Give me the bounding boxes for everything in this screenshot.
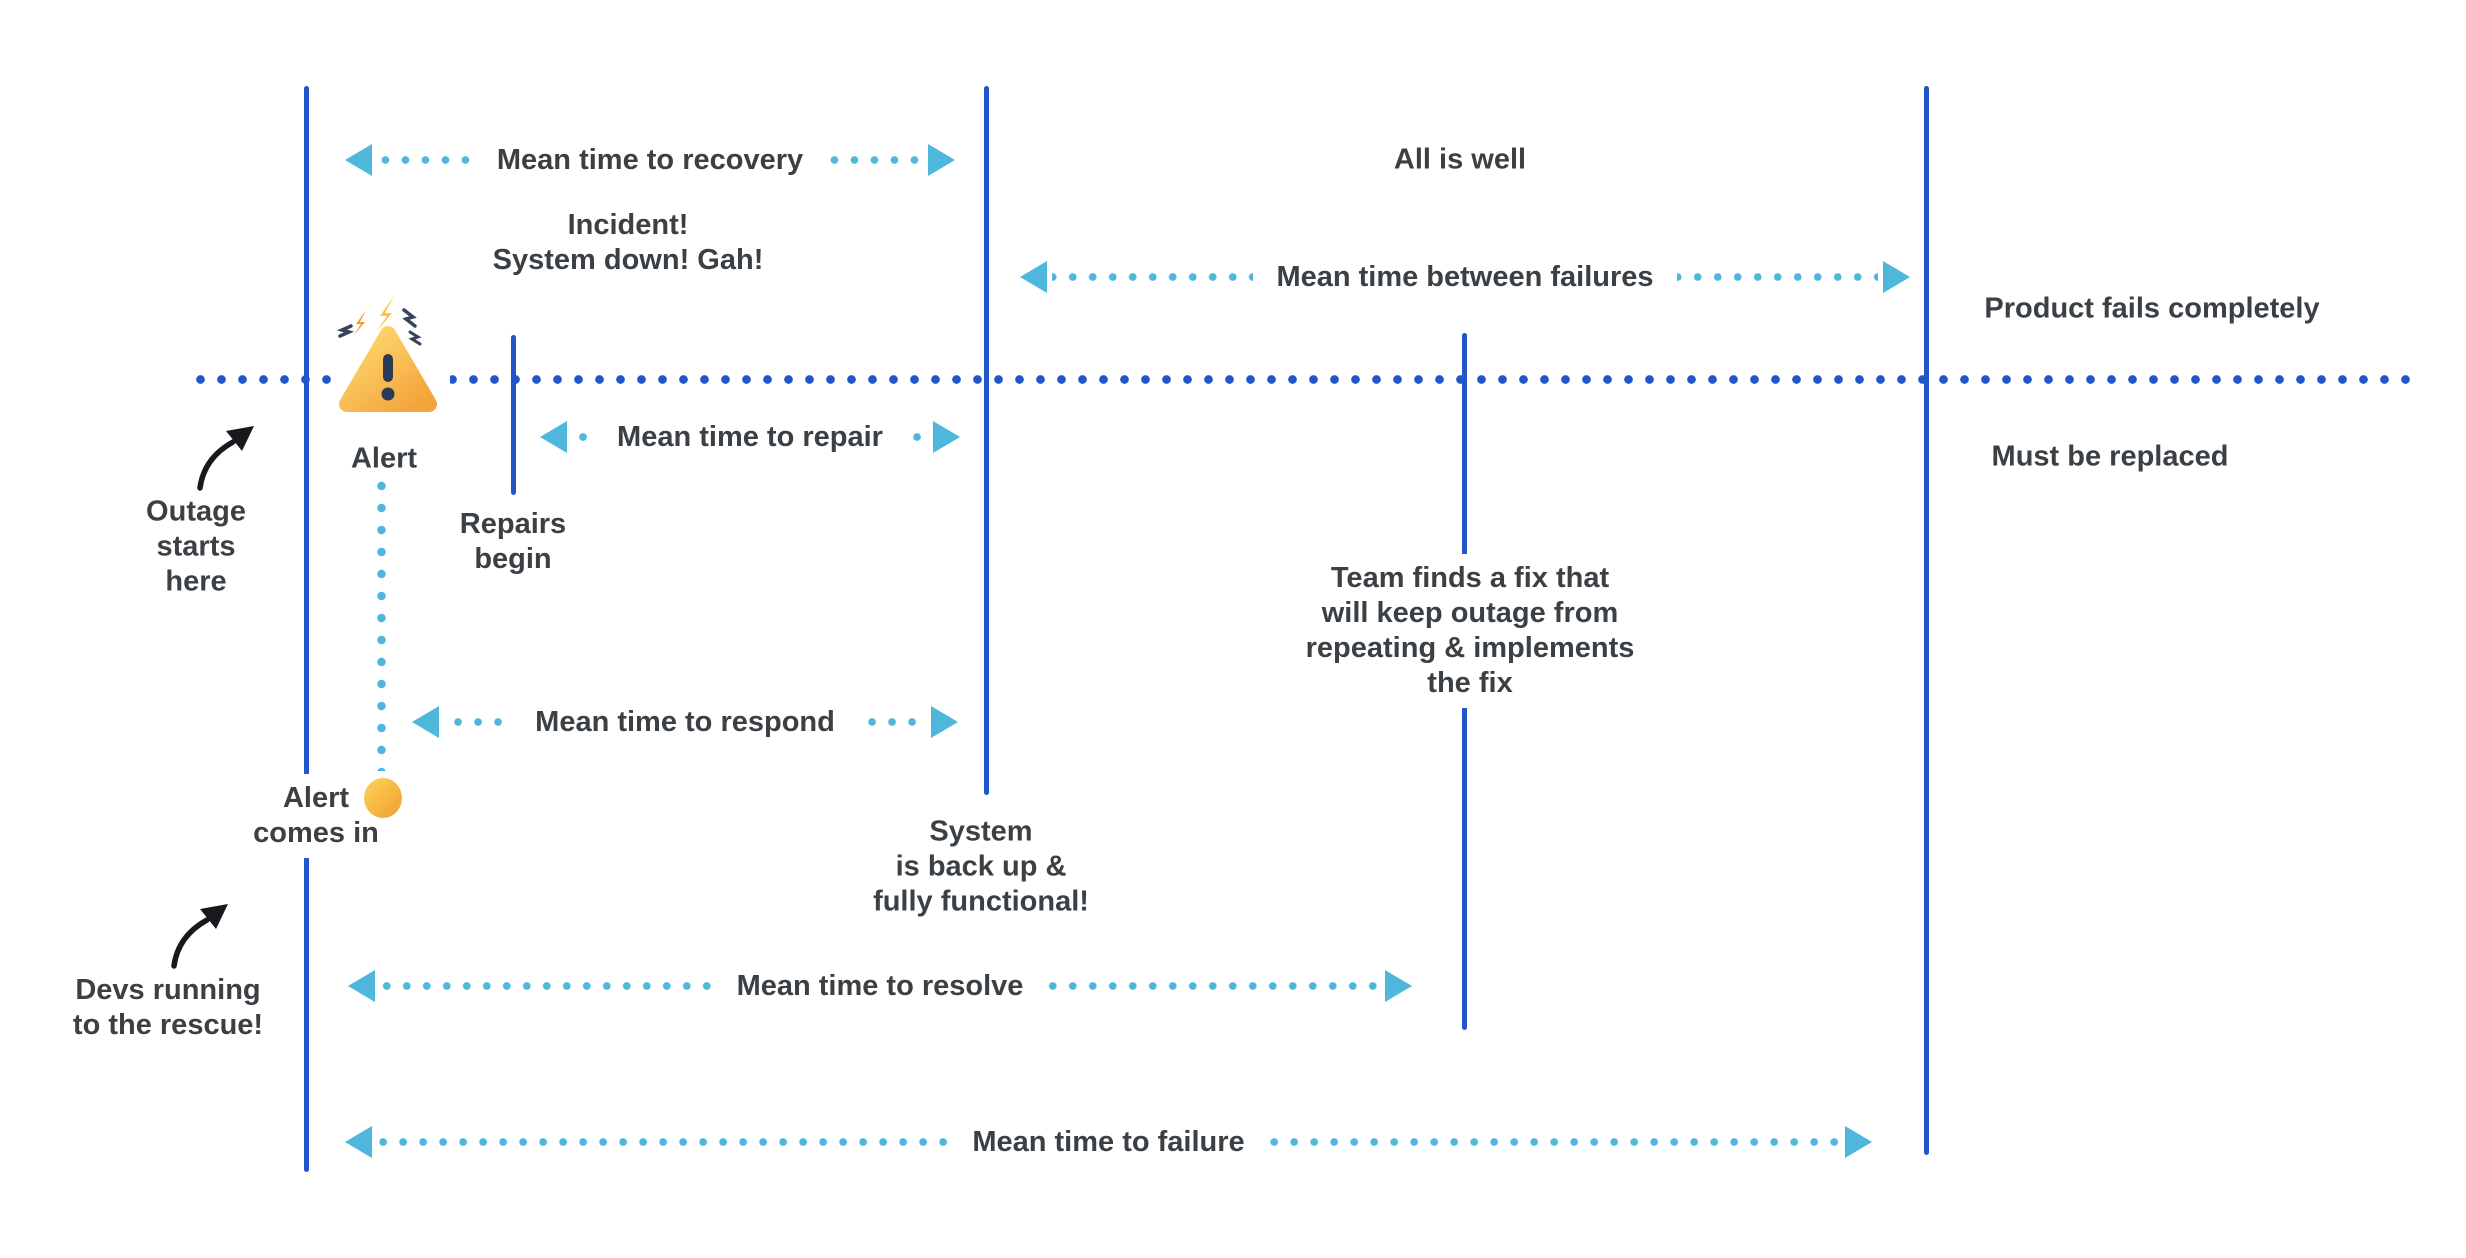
arrowhead-left-icon: [345, 1126, 372, 1158]
measure-mean-time-to-respond: Mean time to respond: [412, 704, 959, 740]
event-line-outage-start: [304, 86, 309, 1172]
arrowhead-left-icon: [412, 706, 439, 738]
note-line: Outage: [146, 495, 246, 528]
event-line-system-back-up: [984, 86, 989, 795]
dotted-span: [905, 433, 928, 441]
arrowhead-left-icon: [1020, 261, 1047, 293]
arrowhead-right-icon: [1845, 1126, 1873, 1158]
note-repairs-begin: Repairs begin: [460, 507, 566, 577]
arrowhead-right-icon: [1385, 970, 1412, 1002]
arrowhead-right-icon: [933, 421, 960, 453]
note-line: Repairs: [459, 508, 567, 540]
arrowhead-left-icon: [345, 144, 372, 176]
alert-dot-icon: [364, 778, 402, 818]
measure-mean-time-to-repair: Mean time to repair: [540, 419, 960, 455]
note-incident: Incident! System down! Gah!: [493, 208, 764, 278]
note-devs-running: Devs running to the rescue!: [73, 973, 263, 1043]
note-line: Alert: [282, 782, 350, 814]
measure-label: Mean time to resolve: [736, 969, 1024, 1002]
dotted-span: [444, 718, 513, 726]
measure-mean-time-to-recovery: Mean time to recovery: [345, 142, 956, 178]
note-line: System: [929, 815, 1033, 848]
dotted-span: [1676, 273, 1878, 281]
measure-label: Mean time to recovery: [496, 143, 804, 176]
note-line: repeating & implements: [1305, 632, 1635, 664]
dotted-span: [380, 982, 714, 990]
note-line: Devs running: [75, 974, 261, 1006]
note-line: starts: [156, 530, 236, 563]
note-line: comes in: [253, 817, 379, 849]
note-line: will keep outage from: [1321, 597, 1619, 629]
curved-arrow-devs-icon: [166, 898, 236, 975]
warning-triangle-icon: [330, 294, 446, 418]
note-line: fully functional!: [873, 885, 1089, 918]
note-line: is back up &: [895, 850, 1067, 883]
arrowhead-left-icon: [540, 421, 567, 453]
dotted-span: [1267, 1138, 1841, 1146]
dotted-span: [572, 433, 595, 441]
measure-mean-time-between-failures: Mean time between failures: [1020, 259, 1910, 295]
note-line: System down! Gah!: [492, 244, 764, 276]
measure-label: Mean time between failures: [1276, 260, 1654, 293]
arrowhead-right-icon: [928, 144, 956, 176]
measure-mean-time-to-failure: Mean time to failure: [345, 1124, 1873, 1160]
dotted-span: [377, 156, 474, 164]
measure-mean-time-to-resolve: Mean time to resolve: [348, 968, 1412, 1004]
measure-label: Mean time to failure: [972, 1125, 1245, 1158]
arrowhead-right-icon: [931, 706, 959, 738]
curved-arrow-outage-icon: [192, 420, 262, 497]
arrowhead-left-icon: [348, 970, 375, 1002]
note-line: Incident!: [567, 209, 689, 241]
note-system-back-up: System is back up & fully functional!: [873, 815, 1089, 920]
note-line: to the rescue!: [72, 1009, 264, 1041]
arrowhead-right-icon: [1883, 261, 1910, 293]
note-must-be-replaced: Must be replaced: [1991, 440, 2229, 473]
note-team-finds-fix: Team finds a fix that will keep outage f…: [1293, 554, 1647, 708]
note-line: Team finds a fix that: [1330, 562, 1610, 594]
note-all-is-well: All is well: [1393, 143, 1527, 176]
note-product-fails: Product fails completely: [1984, 292, 2320, 325]
event-tick-repairs-begin: [511, 335, 516, 495]
note-line: begin: [474, 543, 552, 575]
note-line: the fix: [1427, 667, 1513, 699]
note-alert: Alert: [350, 442, 418, 475]
dotted-span: [377, 1138, 950, 1146]
note-outage-starts-here: Outage starts here: [146, 495, 246, 600]
dotted-span: [1052, 273, 1254, 281]
measure-label: Mean time to respond: [535, 705, 835, 738]
event-line-product-fails: [1924, 86, 1929, 1155]
measure-label: Mean time to repair: [617, 420, 883, 453]
dotted-span: [826, 156, 924, 164]
dotted-span: [857, 718, 927, 726]
alert-drop-dotted-line: [377, 475, 386, 771]
timeline-dotted-line: [190, 375, 2412, 384]
note-line: here: [165, 565, 227, 598]
dotted-span: [1046, 982, 1380, 990]
